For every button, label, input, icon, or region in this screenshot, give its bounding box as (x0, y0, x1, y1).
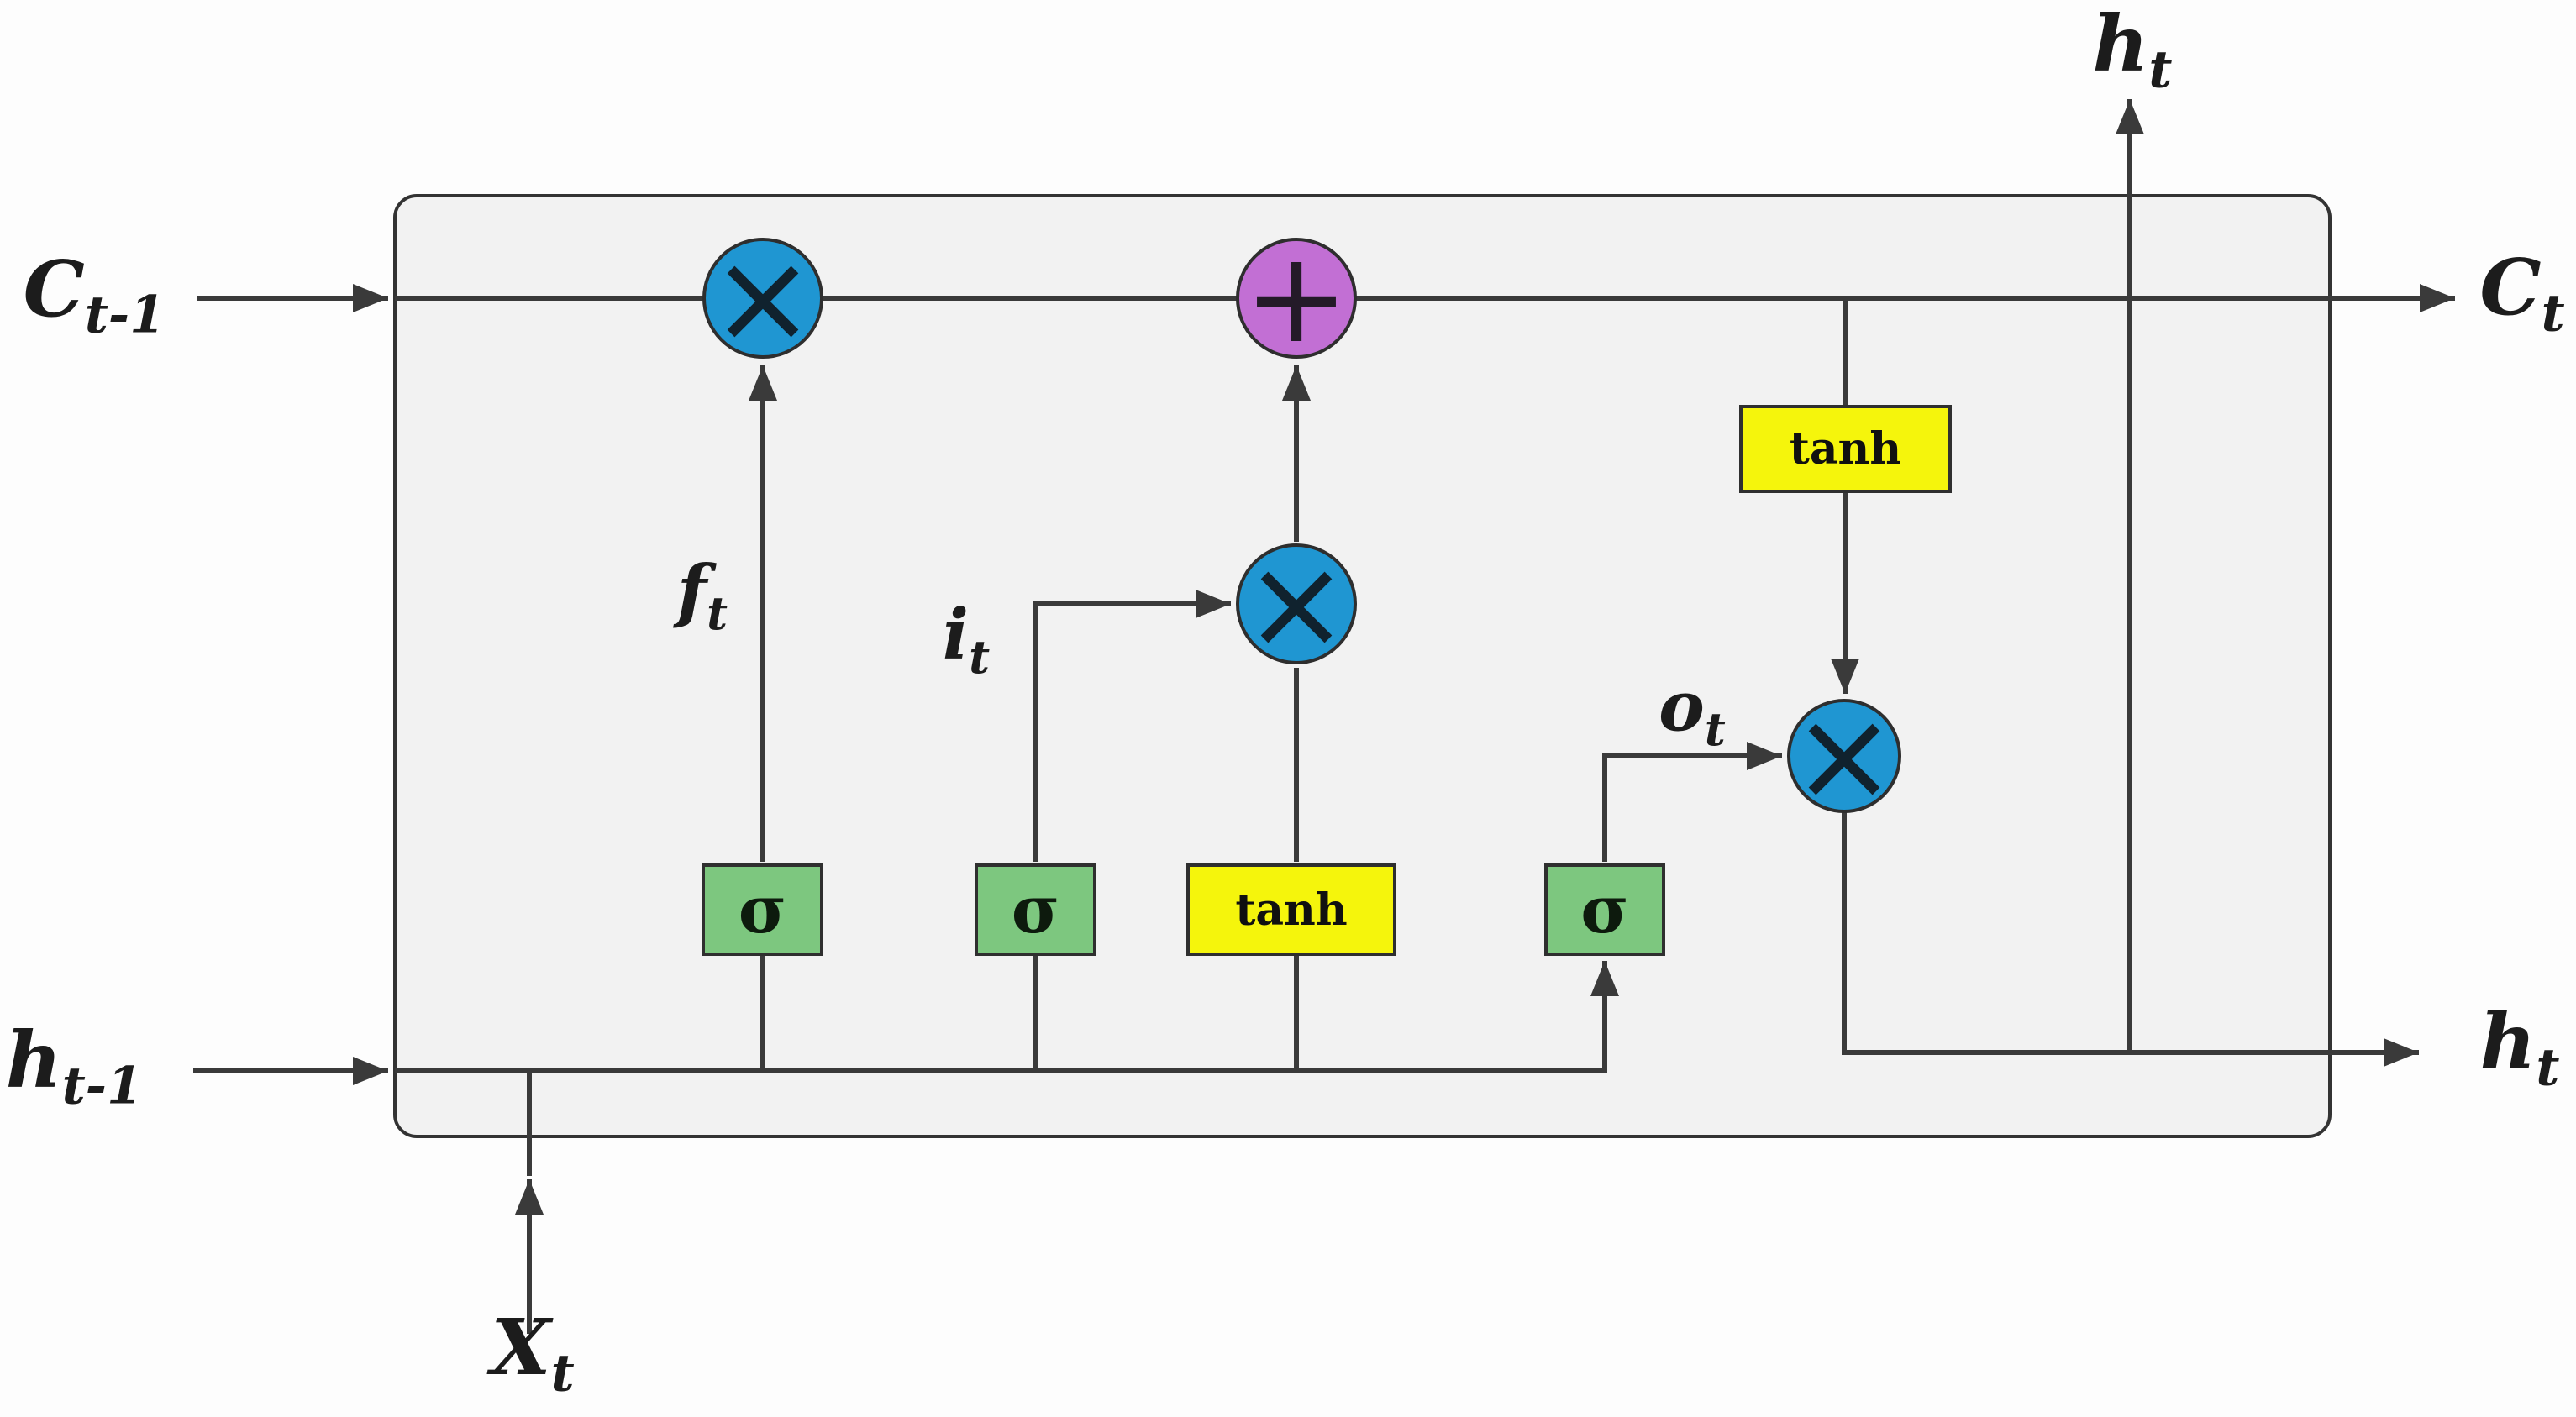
forget-gate-box: σ (702, 863, 823, 956)
tanh-label: tanh (1235, 884, 1348, 936)
multiply-icon: × (1791, 683, 1897, 829)
sigma-label: σ (1011, 871, 1060, 948)
hidden-state-out-line (1842, 811, 2419, 1067)
label-input: Xt (491, 1301, 575, 1404)
label-hidden-state-in: ht-1 (5, 1014, 143, 1116)
label-hidden-state-out-right: ht (2479, 995, 2560, 1098)
add-node: + (1236, 225, 1357, 371)
candidate-tanh-box: tanh (1186, 863, 1396, 956)
output-gate-box: σ (1544, 863, 1665, 956)
output-tanh-box: tanh (1739, 405, 1952, 493)
sigma-label: σ (738, 871, 787, 948)
multiply-icon: × (710, 225, 816, 371)
plus-icon: + (1243, 225, 1349, 371)
sigma-label: σ (1580, 871, 1629, 948)
label-input-signal: it (942, 594, 991, 685)
input-gate-to-multiply-arrow (1033, 590, 1231, 862)
multiply-icon: × (1243, 531, 1349, 677)
label-cell-state-in: Ct-1 (23, 243, 166, 345)
cell-body-box (393, 194, 2332, 1138)
multiply-input-node: × (1236, 531, 1357, 677)
multiply-forget-node: × (702, 225, 823, 371)
label-output-signal: ot (1659, 666, 1726, 757)
input-gate-box: σ (975, 863, 1096, 956)
label-forget-signal: ft (676, 550, 728, 641)
label-cell-state-out: Ct (2479, 241, 2565, 344)
hidden-state-line (395, 961, 1619, 1073)
multiply-output-node: × (1787, 683, 1901, 829)
label-hidden-state-out-top: ht (2092, 0, 2173, 100)
output-gate-to-multiply-arrow (1602, 742, 1782, 862)
tanh-label: tanh (1789, 423, 1902, 475)
